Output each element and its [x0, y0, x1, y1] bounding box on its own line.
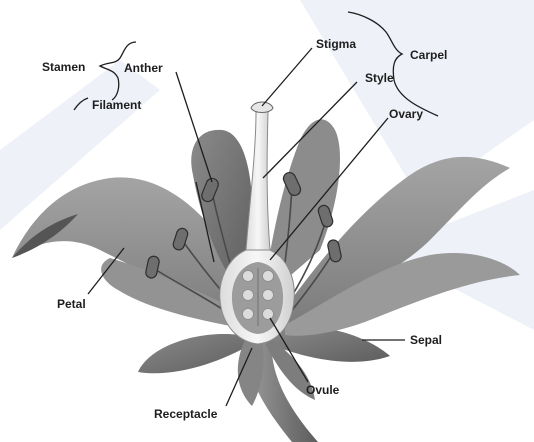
label-filament: Filament — [92, 98, 141, 112]
label-style: Style — [365, 71, 394, 85]
label-stigma: Stigma — [316, 37, 356, 51]
label-carpel: Carpel — [410, 48, 447, 62]
label-ovule: Ovule — [306, 383, 339, 397]
ovules — [243, 268, 274, 326]
label-anther: Anther — [124, 61, 163, 75]
ovary — [220, 250, 295, 344]
label-ovary: Ovary — [389, 107, 423, 121]
label-stamen: Stamen — [42, 60, 85, 74]
label-sepal: Sepal — [410, 333, 442, 347]
stigma — [251, 102, 273, 113]
label-petal: Petal — [57, 297, 86, 311]
label-receptacle: Receptacle — [154, 407, 217, 421]
